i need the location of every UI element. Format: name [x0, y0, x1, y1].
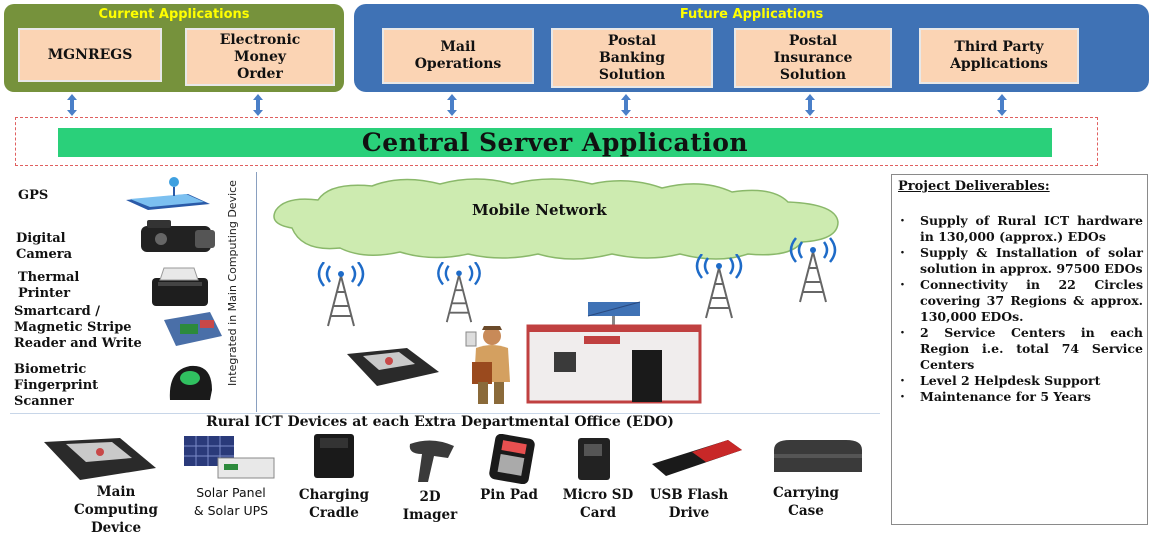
project-deliverables-title: Project Deliverables: — [898, 179, 1050, 194]
edo-divider — [10, 413, 880, 414]
deliverable-item: Maintenance for 5 Years — [898, 389, 1143, 405]
app-electronic-money-order: Electronic Money Order — [185, 28, 335, 86]
device-label-biometric: Biometric Fingerprint Scanner — [14, 362, 99, 409]
double-arrow-icon — [621, 94, 631, 116]
main-computing-device-icon — [44, 438, 156, 480]
handheld-device-icon — [347, 348, 439, 386]
post-office-icon — [526, 301, 702, 404]
app-mgnregs: MGNREGS — [18, 28, 162, 82]
pin-pad-icon — [489, 434, 535, 484]
app-mail-operations: Mail Operations — [382, 28, 534, 84]
equipment-usb-flash-drive: USB Flash Drive — [649, 487, 729, 521]
card-reader-icon — [164, 312, 222, 346]
equipment-pin-pad: Pin Pad — [480, 487, 538, 503]
current-applications-title: Current Applications — [98, 7, 250, 22]
double-arrow-icon — [447, 94, 457, 116]
app-postal-insurance: Postal Insurance Solution — [734, 28, 892, 88]
barcode-scanner-icon — [409, 440, 454, 482]
deliverable-item: Level 2 Helpdesk Support — [898, 373, 1143, 389]
equipment-2d-imager: 2D Imager — [402, 489, 458, 523]
future-applications-title: Future Applications — [679, 7, 824, 22]
printer-icon — [152, 267, 208, 306]
deliverable-item: 2 Service Centers in each Region i.e. to… — [898, 325, 1143, 373]
double-arrow-icon — [805, 94, 815, 116]
postman-icon — [465, 326, 510, 404]
device-label-camera: Digital Camera — [16, 231, 73, 262]
mobile-network-label: Mobile Network — [472, 201, 607, 219]
tower-icon — [317, 262, 365, 327]
double-arrow-icon — [67, 94, 77, 116]
device-label-gps: GPS — [18, 188, 49, 203]
fingerprint-scanner-icon — [169, 365, 212, 400]
tower-icon — [789, 237, 837, 303]
central-server-application: Central Server Application — [58, 128, 1052, 157]
equipment-main-computing-device: Main Computing Device — [74, 484, 158, 536]
project-deliverables-panel: Project Deliverables: Supply of Rural IC… — [891, 174, 1148, 525]
double-arrow-icon — [997, 94, 1007, 116]
equipment-charging-cradle: Charging Cradle — [298, 487, 370, 521]
sd-card-icon — [578, 438, 610, 480]
edo-devices-title: Rural ICT Devices at each Extra Departme… — [206, 414, 674, 430]
camera-icon — [141, 220, 215, 252]
integrated-label: Integrated in Main Computing Device — [226, 180, 239, 386]
device-label-smartcard: Smartcard / Magnetic Stripe Reader and W… — [14, 304, 142, 351]
deliverable-item: Connectivity in 22 Circles covering 37 R… — [898, 277, 1143, 325]
central-server-frame — [15, 117, 1098, 166]
equipment-micro-sd-card: Micro SD Card — [562, 487, 634, 521]
cradle-icon — [314, 434, 354, 478]
solar-ups-icon — [184, 436, 275, 479]
mobile-network-cloud-icon — [273, 178, 839, 260]
tower-icon — [695, 254, 743, 319]
usb-drive-icon — [652, 440, 742, 476]
project-deliverables-list: Supply of Rural ICT hardware in 130,000 … — [898, 213, 1143, 405]
double-arrow-icon — [253, 94, 263, 116]
app-postal-banking: Postal Banking Solution — [551, 28, 713, 88]
device-label-printer: Thermal Printer — [18, 270, 80, 301]
current-applications-panel: Current Applications MGNREGS Electronic … — [4, 4, 344, 92]
app-third-party: Third Party Applications — [919, 28, 1079, 84]
tower-icon — [437, 262, 481, 323]
carrying-case-icon — [774, 440, 862, 472]
deliverable-item: Supply of Rural ICT hardware in 130,000 … — [898, 213, 1143, 245]
future-applications-panel: Future Applications Mail Operations Post… — [354, 4, 1149, 92]
gps-phone-icon — [126, 177, 210, 210]
deliverable-item: Supply & Installation of solar solution … — [898, 245, 1143, 277]
integrated-divider — [256, 172, 257, 412]
equipment-carrying-case: Carrying Case — [773, 485, 839, 519]
equipment-solar-panel-ups: Solar Panel & Solar UPS — [193, 485, 269, 518]
